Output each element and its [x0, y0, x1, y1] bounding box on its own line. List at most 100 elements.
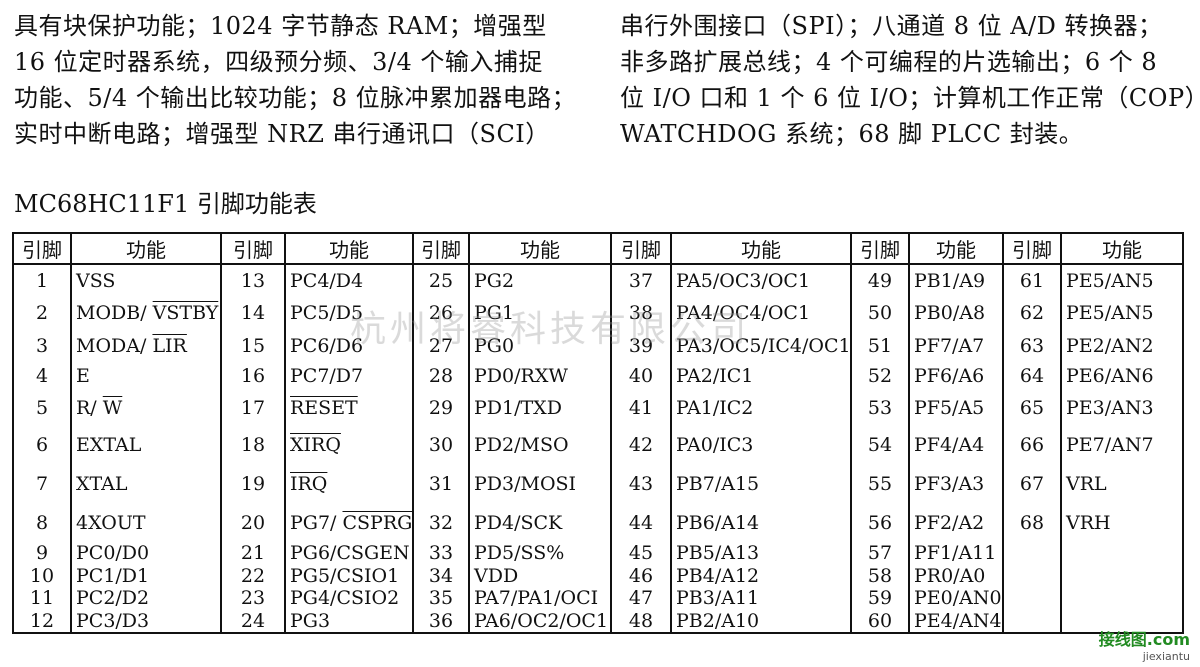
active-low-signal: VSTBY	[152, 302, 219, 325]
pin-function-cell: PE6/AN6	[1060, 362, 1184, 391]
pin-number-cell: 53	[850, 390, 910, 426]
pin-number-cell: 19	[220, 464, 286, 504]
pin-number-cell: 52	[850, 362, 910, 391]
pin-number-cell: 46	[610, 564, 672, 587]
pin-function-cell: PF7/A7	[908, 329, 1004, 363]
pin-number-cell: 39	[610, 329, 672, 363]
pin-number-cell: 67	[1002, 464, 1062, 504]
pin-number-cell	[1002, 541, 1062, 565]
table-header-row: 引脚 功能 引脚 功能 引脚 功能 引脚 功能 引脚 功能 引脚 功能	[12, 232, 1184, 265]
header-function: 功能	[1060, 232, 1184, 265]
text-line: 功能、5/4 个输出比较功能；8 位脉冲累加器电路；	[14, 84, 577, 112]
active-low-signal: LIR	[152, 334, 187, 357]
intro-text-right: 串行外围接口（SPI）；八通道 8 位 A/D 转换器； 非多路扩展总线；4 个…	[620, 8, 1200, 152]
pin-number-cell: 49	[850, 264, 910, 297]
pin-number-cell: 12	[12, 609, 72, 634]
pin-number-cell: 10	[12, 564, 72, 587]
pin-function-cell: PD2/MSO	[468, 425, 612, 465]
pin-function-cell: PE4/AN4	[908, 609, 1004, 634]
active-low-signal: CSPRG	[342, 511, 413, 534]
pin-number-cell: 34	[412, 564, 470, 587]
pin-function-cell: PE2/AN2	[1060, 329, 1184, 363]
text-line: 位 I/O 口和 1 个 6 位 I/O；计算机工作正常（COP）	[620, 84, 1200, 112]
logo-top-text: 接线图.com	[1098, 630, 1190, 649]
pin-function-cell: MODB/ VSTBY	[70, 296, 222, 330]
pin-number-cell: 23	[220, 586, 286, 610]
pin-number-cell: 17	[220, 390, 286, 426]
pin-number-cell: 60	[850, 609, 910, 634]
pin-function-cell: PD4/SCK	[468, 503, 612, 542]
pin-function-cell: PA6/OC2/OC1	[468, 609, 612, 634]
pin-number-cell: 64	[1002, 362, 1062, 391]
pin-number-cell: 37	[610, 264, 672, 297]
text-line: 实时中断电路；增强型 NRZ 串行通讯口（SCI）	[14, 120, 550, 148]
pin-number-cell: 59	[850, 586, 910, 610]
pin-function-cell: PA4/OC4/OC1	[670, 296, 852, 330]
pin-function-cell: PA3/OC5/IC4/OC1	[670, 329, 852, 363]
pin-number-cell: 6	[12, 425, 72, 465]
header-pin: 引脚	[610, 232, 672, 265]
pin-function-cell: PB7/A15	[670, 464, 852, 504]
pin-number-cell: 22	[220, 564, 286, 587]
active-low-signal: RESET	[290, 397, 358, 420]
pin-function-cell: VRL	[1060, 464, 1184, 504]
pin-number-cell: 63	[1002, 329, 1062, 363]
pin-function-cell: E	[70, 362, 222, 391]
pin-function-cell: PC6/D6	[284, 329, 414, 363]
table-title: MC68HC11F1 引脚功能表	[14, 190, 317, 218]
pin-function-cell: 4XOUT	[70, 503, 222, 542]
header-pin: 引脚	[220, 232, 286, 265]
pin-number-cell: 65	[1002, 390, 1062, 426]
pin-number-cell: 40	[610, 362, 672, 391]
pin-function-cell: VSS	[70, 264, 222, 297]
text-line: WATCHDOG 系统；68 脚 PLCC 封装。	[620, 120, 1084, 148]
pin-function-cell	[1060, 564, 1184, 587]
pin-number-cell: 44	[610, 503, 672, 542]
site-logo: 接线图.com jiexiantu	[1099, 626, 1190, 663]
header-function: 功能	[908, 232, 1004, 265]
pin-function-cell: PA1/IC2	[670, 390, 852, 426]
pin-number-cell: 27	[412, 329, 470, 363]
pin-number-cell: 36	[412, 609, 470, 634]
pin-function-cell: PB1/A9	[908, 264, 1004, 297]
pin-function-cell: PE3/AN3	[1060, 390, 1184, 426]
pin-number-cell: 61	[1002, 264, 1062, 297]
pin-number-cell: 43	[610, 464, 672, 504]
pin-function-cell: PF2/A2	[908, 503, 1004, 542]
pin-number-cell: 56	[850, 503, 910, 542]
watermark: 杭州将睿科技有限公司	[350, 309, 751, 350]
pin-number-cell: 7	[12, 464, 72, 504]
pin-function-cell: RESET	[284, 390, 414, 426]
pin-function-cell: PB5/A13	[670, 541, 852, 565]
header-function: 功能	[284, 232, 414, 265]
pin-function-cell: PD3/MOSI	[468, 464, 612, 504]
pin-function-cell: VRH	[1060, 503, 1184, 542]
pin-number-cell: 16	[220, 362, 286, 391]
pin-number-cell	[1002, 586, 1062, 610]
text-line: 非多路扩展总线；4 个可编程的片选输出；6 个 8	[620, 48, 1158, 76]
pin-number-cell: 28	[412, 362, 470, 391]
pin-function-cell: PF6/A6	[908, 362, 1004, 391]
pin-number-cell: 9	[12, 541, 72, 565]
text-line: 具有块保护功能；1024 字节静态 RAM；增强型	[14, 12, 547, 40]
pin-function-cell: PB3/A11	[670, 586, 852, 610]
pin-function-cell: PA0/IC3	[670, 425, 852, 465]
active-low-signal: W	[102, 397, 123, 420]
pin-number-cell: 25	[412, 264, 470, 297]
header-function: 功能	[70, 232, 222, 265]
pin-number-cell: 47	[610, 586, 672, 610]
pin-function-cell: XIRQ	[284, 425, 414, 465]
pin-number-cell: 50	[850, 296, 910, 330]
logo-bottom-text: jiexiantu	[1142, 650, 1190, 663]
pin-number-cell: 62	[1002, 296, 1062, 330]
pin-function-cell	[1060, 609, 1184, 634]
pin-function-cell: PG7/ CSPRG	[284, 503, 414, 542]
pin-function-cell: PC1/D1	[70, 564, 222, 587]
